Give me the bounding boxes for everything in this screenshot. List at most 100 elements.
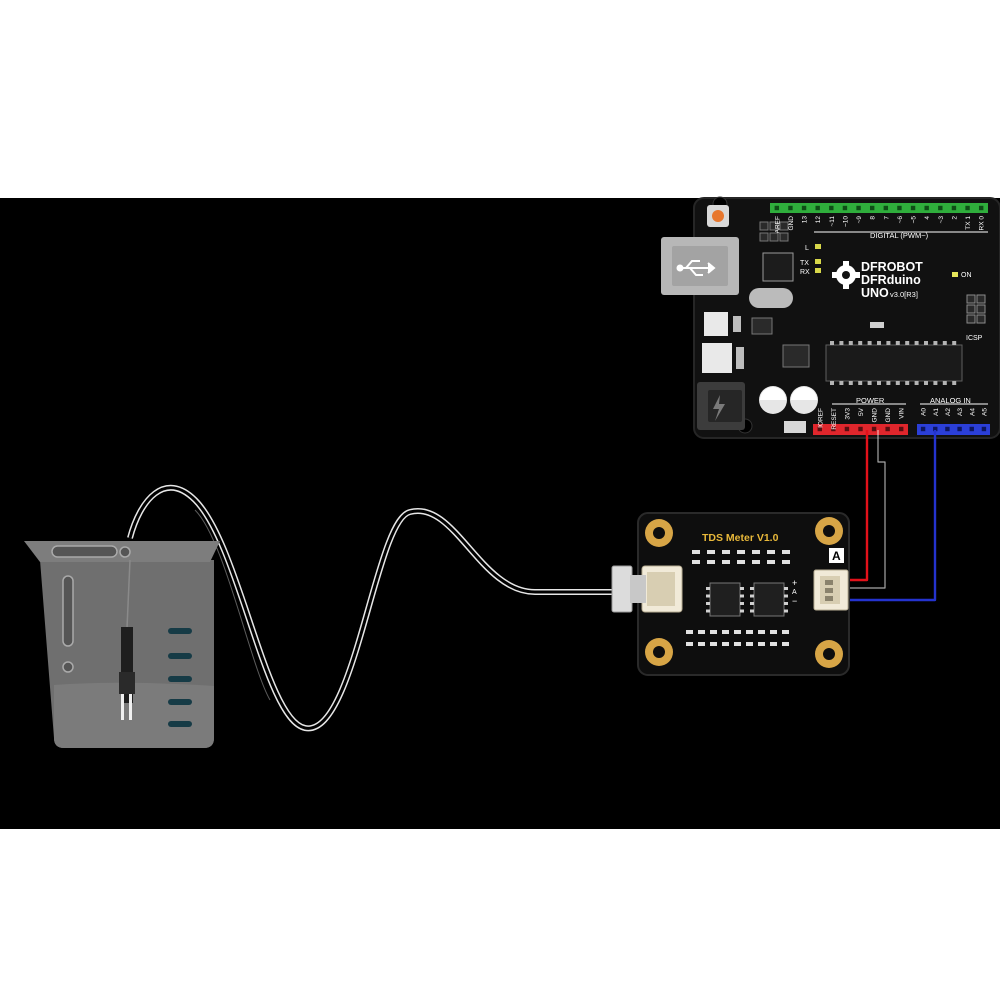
analog-pin <box>957 426 962 432</box>
probe-electrode <box>121 694 124 720</box>
capacitor <box>790 386 818 414</box>
chip-pin <box>830 381 834 385</box>
analog-pin <box>920 426 926 432</box>
digital-pin <box>788 205 793 211</box>
smd-resistor <box>782 550 790 554</box>
tds-module-title: TDS Meter V1.0 <box>702 532 779 544</box>
digital-pin <box>910 205 916 211</box>
jumper-wires <box>848 430 937 602</box>
chip-pin <box>839 341 844 345</box>
usb-connector <box>661 237 739 295</box>
wire-signal <box>848 430 937 602</box>
analog-pin <box>969 426 974 432</box>
measurement-marks <box>168 628 192 727</box>
analog-pin-label: A4 <box>969 408 976 416</box>
smd-resistor <box>734 642 741 646</box>
smd-resistor <box>722 630 729 634</box>
usb-icon <box>676 260 716 276</box>
icsp-header <box>966 294 986 324</box>
board-version: v3.0[R3] <box>890 290 918 299</box>
chip-pin <box>848 381 853 385</box>
chip-pin <box>914 381 919 385</box>
smd-resistor <box>710 642 717 646</box>
chip-pin <box>924 341 928 345</box>
ic-pin <box>706 602 710 605</box>
wire-gnd <box>848 430 886 589</box>
digital-pin <box>815 205 820 211</box>
ic-pin <box>706 587 710 590</box>
digital-header-label: DIGITAL (PWM~) <box>870 231 929 240</box>
smd-resistor <box>707 560 715 564</box>
smd-resistor <box>707 550 715 554</box>
chip-pin <box>942 381 947 385</box>
ic-pin <box>784 602 788 605</box>
ic-pin <box>750 609 754 613</box>
chip-pin <box>895 341 900 345</box>
digital-pin <box>951 205 957 211</box>
chip-pin <box>877 381 881 385</box>
chip-pin <box>895 381 900 385</box>
smd-resistor <box>698 630 705 634</box>
usb-interface-chip <box>762 252 794 282</box>
digital-pin <box>774 205 780 211</box>
chip-pin <box>858 341 863 345</box>
chip-pin <box>848 341 853 345</box>
chip-pin <box>830 341 834 345</box>
brand-line-1: DFROBOT <box>861 260 923 274</box>
analog-pin <box>981 426 987 432</box>
capacitor <box>759 386 787 414</box>
smd-resistor <box>746 630 753 634</box>
power-pin <box>871 426 877 432</box>
chip-pin <box>933 341 938 345</box>
digital-pin <box>801 205 807 211</box>
chip-pin <box>886 381 891 385</box>
analog-pin-label: A1 <box>933 408 940 416</box>
digital-pin <box>842 205 848 211</box>
ic-pin <box>740 609 744 613</box>
smd-resistor <box>698 642 705 646</box>
digital-pin-label: 13 <box>802 216 809 224</box>
ic-pin <box>706 609 710 613</box>
ic-pin <box>750 602 754 605</box>
lightning-icon <box>713 395 725 421</box>
ic-pin <box>740 587 744 590</box>
brand-line-2: DFRduino <box>861 273 921 287</box>
power-pin-label: VIN <box>899 408 906 419</box>
wire-vcc <box>848 430 869 582</box>
probe-connector <box>611 565 683 613</box>
status-leds <box>815 244 821 273</box>
chip-pin <box>867 341 872 345</box>
smd-chip <box>782 344 810 368</box>
power-header <box>813 424 908 435</box>
probe-cable <box>127 484 612 732</box>
chip-pin <box>952 341 957 345</box>
analog-pin <box>933 426 938 432</box>
ic-pin <box>740 594 744 598</box>
chip-pin <box>905 381 910 385</box>
mounting-pad <box>645 638 673 666</box>
analog-pin-label: A2 <box>945 408 952 416</box>
led-label-tx: TX <box>800 260 809 267</box>
reset-button-cap[interactable] <box>712 210 724 222</box>
beaker-handle-slot <box>51 545 118 558</box>
smd-resistor <box>686 642 693 646</box>
smd-resistor <box>767 560 775 564</box>
analog-pin <box>945 426 950 432</box>
microcontroller-chip <box>825 341 963 385</box>
smd-resistor <box>770 642 777 646</box>
ic-pin <box>706 594 710 598</box>
board-model: UNO <box>861 286 889 300</box>
smd-resistor <box>734 630 741 634</box>
crystal-oscillator <box>749 288 793 308</box>
smd-resistor <box>692 560 700 564</box>
power-pin-label: RESET <box>831 408 838 430</box>
probe-cable-inside <box>126 559 131 629</box>
digital-pin <box>869 205 875 211</box>
power-pin-label: 3V3 <box>844 408 851 420</box>
chip-pin <box>924 381 928 385</box>
chip-pin <box>952 381 957 385</box>
smd-resistor <box>782 630 789 634</box>
digital-pin-label: ~6 <box>897 216 904 224</box>
